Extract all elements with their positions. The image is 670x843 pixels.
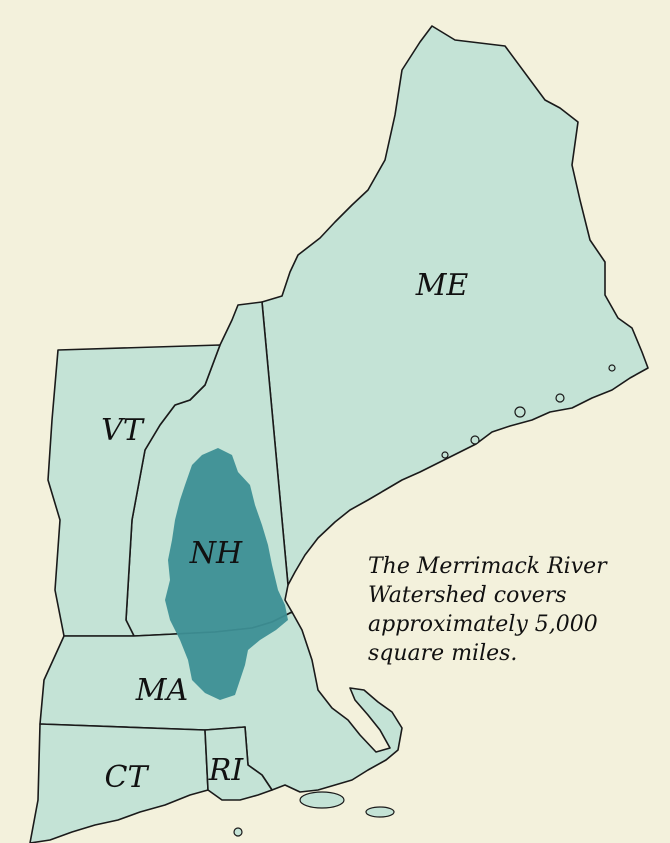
island-maine-5 xyxy=(608,364,616,372)
label-vt: VT xyxy=(101,413,145,448)
label-ma: MA xyxy=(135,673,188,708)
island-maine-1 xyxy=(555,393,565,403)
state-maine xyxy=(261,25,649,586)
caption-line-2: Watershed covers xyxy=(368,583,567,608)
label-ri: RI xyxy=(208,753,245,788)
island-maine-2 xyxy=(514,406,526,418)
label-ct: CT xyxy=(105,760,150,795)
island-maine-3 xyxy=(470,435,480,445)
state-vermont xyxy=(47,344,221,637)
caption-line-4: square miles. xyxy=(368,641,518,666)
merrimack-watershed xyxy=(165,448,288,700)
label-me: ME xyxy=(415,268,469,303)
caption-line-3: approximately 5,000 xyxy=(368,612,598,637)
island-maine-4 xyxy=(441,451,449,459)
island-marthas-vineyard xyxy=(299,791,345,809)
label-nh: NH xyxy=(189,536,243,571)
state-rhode-island xyxy=(204,726,273,801)
island-block xyxy=(233,827,243,837)
island-nantucket xyxy=(365,806,395,818)
watershed-caption: The Merrimack River Watershed covers app… xyxy=(368,552,658,668)
caption-line-1: The Merrimack River xyxy=(368,554,607,579)
